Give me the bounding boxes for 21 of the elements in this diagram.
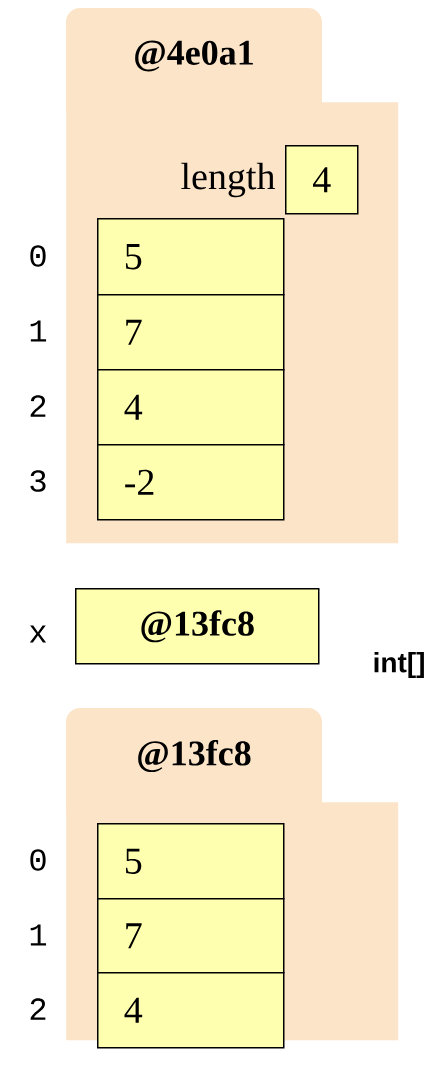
node-label: @13fc8 bbox=[138, 739, 251, 773]
value-box: 7 bbox=[97, 294, 285, 371]
node-label: @4e0a1 bbox=[135, 40, 253, 72]
field-label: length bbox=[181, 162, 275, 198]
index-label: 1 bbox=[30, 320, 47, 342]
index-label: 1 bbox=[30, 924, 47, 946]
type-label: int[] bbox=[374, 651, 424, 679]
variable-box: @13fc8 bbox=[75, 588, 320, 665]
value-box: 4 bbox=[97, 972, 285, 1049]
index-label: 3 bbox=[30, 470, 46, 492]
index-label: 2 bbox=[30, 998, 46, 1020]
value-box: 4 bbox=[97, 369, 285, 446]
index-label: 2 bbox=[30, 395, 46, 417]
value-box: -2 bbox=[97, 444, 285, 521]
value-box: 5 bbox=[97, 823, 285, 900]
value-box: 7 bbox=[97, 898, 285, 974]
variable-name: x bbox=[29, 625, 47, 643]
value-box: 4 bbox=[285, 145, 359, 215]
index-label: 0 bbox=[30, 245, 46, 267]
index-label: 0 bbox=[30, 849, 46, 871]
value-box: 5 bbox=[97, 218, 285, 296]
